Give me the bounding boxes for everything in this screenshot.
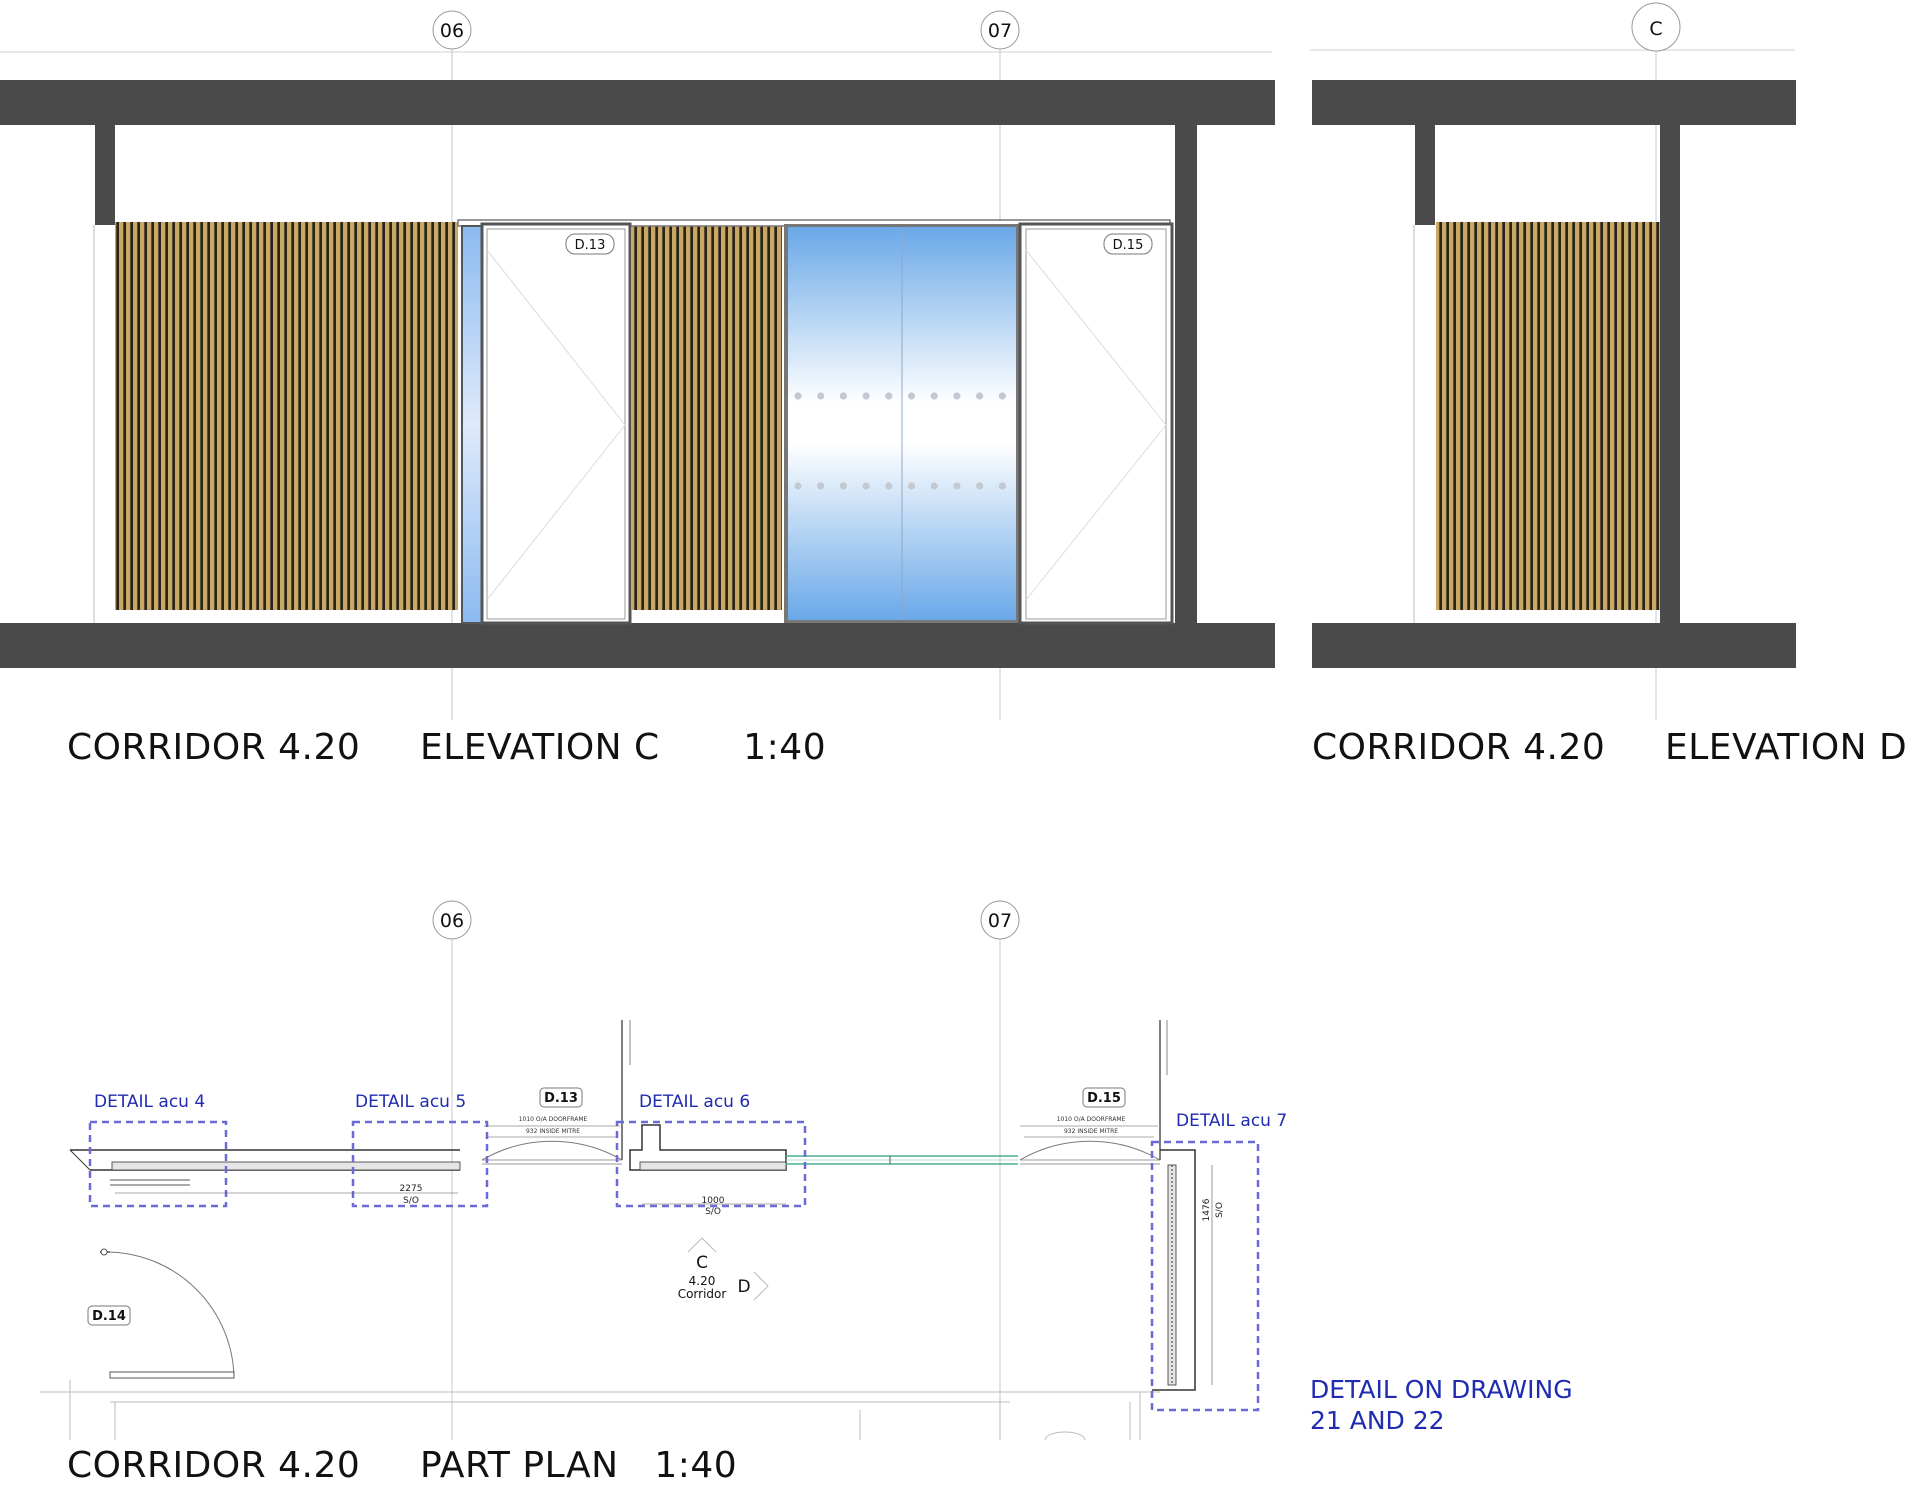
manifestation-dot (930, 482, 938, 490)
detail-box-acu-6 (615, 1120, 807, 1208)
svg-text:06: 06 (440, 910, 464, 932)
grid-bubble-c: C (1631, 2, 1681, 52)
svg-text:07: 07 (988, 20, 1012, 42)
manifestation-dot (839, 482, 848, 490)
elevation-marker-d: D (737, 1277, 750, 1297)
manifestation-dot (953, 392, 961, 400)
grid-bubble-07: 07 (980, 900, 1020, 940)
manifestation-dot (907, 392, 916, 400)
manifestation-dot (976, 482, 984, 490)
manifestation-dot (930, 392, 938, 400)
acoustic-slat-panel (1436, 222, 1660, 610)
part-plan: 06 07 (40, 900, 1287, 1441)
detail-box-acu-4 (88, 1120, 228, 1208)
door-d13-elevation: D.13 (480, 222, 632, 625)
svg-text:D.15: D.15 (1087, 1091, 1121, 1106)
svg-text:2275: 2275 (400, 1184, 423, 1194)
svg-text:1000: 1000 (702, 1196, 725, 1206)
elevation-d-title: CORRIDOR 4.20 ELEVATION D (1312, 727, 1908, 768)
plan-wall (40, 1020, 1196, 1441)
manifestation-dot (998, 482, 1006, 490)
svg-text:D.15: D.15 (1113, 238, 1144, 253)
svg-text:932 INSIDE MITRE: 932 INSIDE MITRE (526, 1128, 580, 1135)
door-tag-d15: D.15 (1082, 1087, 1126, 1108)
part-plan-title: CORRIDOR 4.20 PART PLAN 1:40 (67, 1445, 738, 1486)
manifestation-dot (794, 392, 802, 400)
manifestation-dot (885, 392, 893, 400)
svg-text:D.13: D.13 (575, 238, 606, 253)
manifestation-dot (794, 482, 802, 490)
grid-bubble-06: 06 (432, 10, 472, 50)
floor-slab (0, 623, 1275, 668)
svg-text:1010 O/A DOORFRAME: 1010 O/A DOORFRAME (519, 1116, 588, 1123)
elevation-c-title: CORRIDOR 4.20 ELEVATION C 1:40 (67, 727, 827, 768)
manifestation-dot (953, 482, 961, 490)
acoustic-slat-panel (632, 222, 782, 610)
svg-text:S/O: S/O (705, 1207, 721, 1217)
door-tag-d14: D.14 (87, 1305, 131, 1326)
manifestation-dot (885, 482, 893, 490)
manifestation-dot (862, 482, 870, 490)
detail-label-acu-4: DETAIL acu 4 (94, 1092, 205, 1112)
sidelight-glazing (461, 225, 483, 624)
manifestation-dot (839, 392, 848, 400)
dim-left-panel: 2275 S/O (115, 1184, 458, 1206)
room-name: Corridor (678, 1287, 727, 1301)
grid-bubble-06: 06 (432, 900, 472, 940)
detail-reference-note: DETAIL ON DRAWING 21 AND 22 (1310, 1374, 1573, 1436)
svg-text:D.14: D.14 (92, 1309, 126, 1324)
detail-label-acu-6: DETAIL acu 6 (639, 1092, 750, 1112)
svg-text:S/O: S/O (403, 1196, 419, 1206)
dim-right-panel: 1476 S/O (1202, 1165, 1225, 1385)
manifestation-dot (998, 392, 1006, 400)
grid-bubble-07: 07 (980, 10, 1020, 50)
glazed-screen (784, 224, 1020, 623)
svg-text:1476: 1476 (1202, 1198, 1212, 1221)
bulkhead-left (95, 125, 115, 225)
floor-slab (1312, 623, 1796, 668)
svg-text:932 INSIDE MITRE: 932 INSIDE MITRE (1064, 1128, 1118, 1135)
note-line: 21 AND 22 (1310, 1406, 1445, 1435)
bulkhead (1415, 125, 1435, 225)
ceiling-slab (1312, 80, 1796, 125)
detail-label-acu-5: DETAIL acu 5 (355, 1092, 466, 1112)
door-d15-dims: 1010 O/A DOORFRAME 932 INSIDE MITRE (1020, 1116, 1158, 1138)
ceiling-slab (0, 80, 1275, 125)
manifestation-dot (817, 482, 825, 490)
room-tag-corridor: C D 4.20 Corridor (678, 1237, 769, 1301)
manifestation-dot (976, 392, 984, 400)
detail-box-acu-5 (351, 1120, 489, 1208)
svg-text:D.13: D.13 (544, 1091, 578, 1106)
room-number: 4.20 (689, 1274, 716, 1288)
svg-text:S/O: S/O (1215, 1202, 1225, 1218)
elevation-marker-c: C (696, 1253, 708, 1273)
manifestation-dot (862, 392, 870, 400)
manifestation-dot (817, 392, 825, 400)
dim-mid-panel: 1000 S/O (642, 1196, 786, 1217)
svg-text:06: 06 (440, 20, 464, 42)
door-tag-d13: D.13 (539, 1087, 583, 1108)
elevation-c: 06 07 D.13 (0, 10, 1275, 720)
glass-manifestation-dots (794, 392, 1006, 490)
detail-label-acu-7: DETAIL acu 7 (1176, 1111, 1287, 1131)
svg-text:1010 O/A DOORFRAME: 1010 O/A DOORFRAME (1057, 1116, 1126, 1123)
note-line: DETAIL ON DRAWING (1310, 1375, 1573, 1404)
column (1660, 125, 1680, 623)
acoustic-slat-panel (115, 222, 458, 610)
door-d15-elevation: D.15 (1018, 222, 1174, 625)
detail-box-acu-7 (1150, 1140, 1260, 1412)
elevation-d: C (1310, 2, 1796, 720)
svg-text:07: 07 (988, 910, 1012, 932)
column-right (1175, 125, 1197, 623)
door-d13-dims: 1010 O/A DOORFRAME 932 INSIDE MITRE (484, 1116, 620, 1138)
manifestation-dot (907, 482, 916, 490)
svg-text:C: C (1649, 18, 1662, 40)
